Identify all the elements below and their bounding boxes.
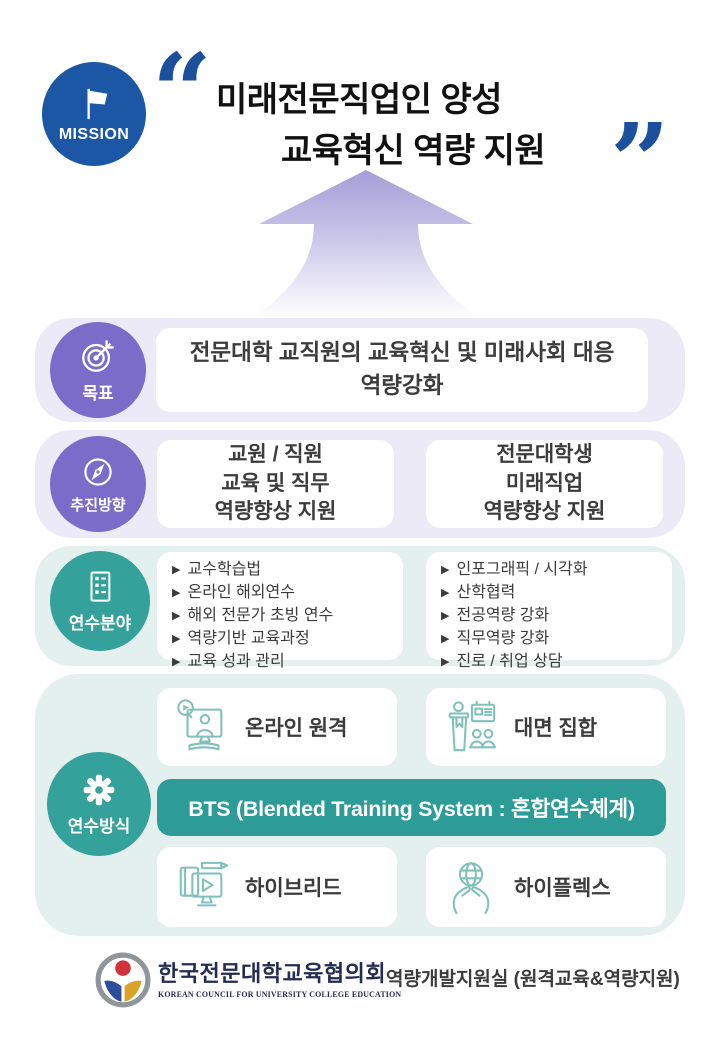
goal-box: 전문대학 교직원의 교육혁신 및 미래사회 대응 역량강화 <box>156 328 648 412</box>
open-quote: “ <box>152 30 212 153</box>
fields-list-1: ▶교수학습법 ▶온라인 해외연수 ▶해외 전문가 초빙 연수 ▶역량기반 교육과… <box>172 561 399 671</box>
online-remote-icon <box>173 698 231 756</box>
direction-box-students: 전문대학생 미래직업 역량향상 지원 <box>426 440 663 528</box>
bullet-icon: ▶ <box>172 587 181 599</box>
direction-box2-line2: 미래직업 <box>505 471 584 495</box>
target-icon <box>79 337 117 375</box>
direction-box1-line3: 역량향상 지원 <box>214 500 337 524</box>
fields-label: 연수분야 <box>68 613 132 633</box>
bts-band: BTS (Blended Training System : 혼합연수체계) <box>157 779 666 836</box>
list-item: ▶직무역량 강화 <box>441 630 550 647</box>
direction-box1-line2: 교육 및 직무 <box>221 471 330 495</box>
checklist-icon <box>83 569 117 605</box>
method-online-label: 온라인 원격 <box>245 717 348 740</box>
bullet-icon: ▶ <box>172 610 181 622</box>
mission-title-line2: 교육혁신 역량 지원 <box>281 132 546 170</box>
council-logo <box>94 951 152 1009</box>
methods-label: 연수방식 <box>67 816 131 836</box>
bullet-icon: ▶ <box>172 633 181 645</box>
list-item: ▶인포그래픽 / 시각화 <box>441 561 588 578</box>
fields-box-students: ▶인포그래픽 / 시각화 ▶산학협력 ▶전공역량 강화 ▶직무역량 강화 ▶진로… <box>426 552 672 670</box>
direction-box-staff: 교원 / 직원 교육 및 직무 역량향상 지원 <box>157 440 394 528</box>
close-quote: ” <box>610 100 670 223</box>
mission-badge-circle: MISSION <box>42 62 146 166</box>
podium-audience-icon <box>442 698 500 756</box>
mission-badge-label: MISSION <box>58 125 130 143</box>
fields-list-2: ▶인포그래픽 / 시각화 ▶산학협력 ▶전공역량 강화 ▶직무역량 강화 ▶진로… <box>441 561 668 671</box>
bullet-icon: ▶ <box>441 564 450 576</box>
method-offline-label: 대면 집합 <box>514 717 598 740</box>
direction-box2-line1: 전문대학생 <box>496 442 593 466</box>
goal-text-line2: 역량강화 <box>360 373 444 398</box>
direction-label: 추진방향 <box>70 496 126 514</box>
department-label: 역량개발지원실 (원격교육&역량지원) <box>386 969 680 990</box>
mission-title-line1: 미래전문직업인 양성 <box>216 81 502 119</box>
gear-icon <box>81 772 117 808</box>
bullet-icon: ▶ <box>441 587 450 599</box>
direction-box1-line1: 교원 / 직원 <box>228 442 323 466</box>
goal-text-line1: 전문대학 교직원의 교육혁신 및 미래사회 대응 <box>189 340 615 366</box>
method-online-box: 온라인 원격 <box>157 688 397 766</box>
list-item: ▶전공역량 강화 <box>441 607 550 624</box>
bullet-icon: ▶ <box>172 564 181 576</box>
hands-globe-icon <box>442 858 500 916</box>
compass-icon <box>80 454 116 490</box>
bullet-icon: ▶ <box>441 610 450 622</box>
list-item: ▶해외 전문가 초빙 연수 <box>172 607 334 624</box>
fields-box-staff: ▶교수학습법 ▶온라인 해외연수 ▶해외 전문가 초빙 연수 ▶역량기반 교육과… <box>157 552 403 670</box>
bullet-icon: ▶ <box>441 656 450 668</box>
methods-circle: 연수방식 <box>47 752 151 856</box>
flag-icon <box>78 85 110 123</box>
org-name-english: KOREAN COUNCIL FOR UNIVERSITY COLLEGE ED… <box>158 990 402 999</box>
direction-circle: 추진방향 <box>50 436 146 532</box>
org-name-korean: 한국전문대학교육협의회 <box>158 961 387 986</box>
list-item: ▶교수학습법 <box>172 561 262 578</box>
direction-box2-line3: 역량향상 지원 <box>483 500 606 524</box>
method-hyflex-box: 하이플렉스 <box>426 847 666 927</box>
method-hyflex-label: 하이플렉스 <box>514 877 611 900</box>
goal-circle: 목표 <box>50 322 146 418</box>
method-offline-box: 대면 집합 <box>426 688 666 766</box>
goal-label: 목표 <box>82 383 114 403</box>
fields-circle: 연수분야 <box>50 551 150 651</box>
list-item: ▶산학협력 <box>441 584 516 601</box>
method-hybrid-box: 하이브리드 <box>157 847 397 927</box>
bullet-icon: ▶ <box>172 656 181 668</box>
up-arrow-icon <box>252 170 480 318</box>
method-hybrid-label: 하이브리드 <box>245 877 342 900</box>
tablet-monitor-icon <box>173 858 231 916</box>
list-item: ▶진로 / 취업 상담 <box>441 653 563 670</box>
org-name-block: 한국전문대학교육협의회 KOREAN COUNCIL FOR UNIVERSIT… <box>158 956 401 999</box>
bullet-icon: ▶ <box>441 633 450 645</box>
list-item: ▶역량기반 교육과정 <box>172 630 310 647</box>
bts-label: BTS (Blended Training System : 혼합연수체계) <box>188 797 635 821</box>
list-item: ▶교육 성과 관리 <box>172 653 285 670</box>
list-item: ▶온라인 해외연수 <box>172 584 295 601</box>
